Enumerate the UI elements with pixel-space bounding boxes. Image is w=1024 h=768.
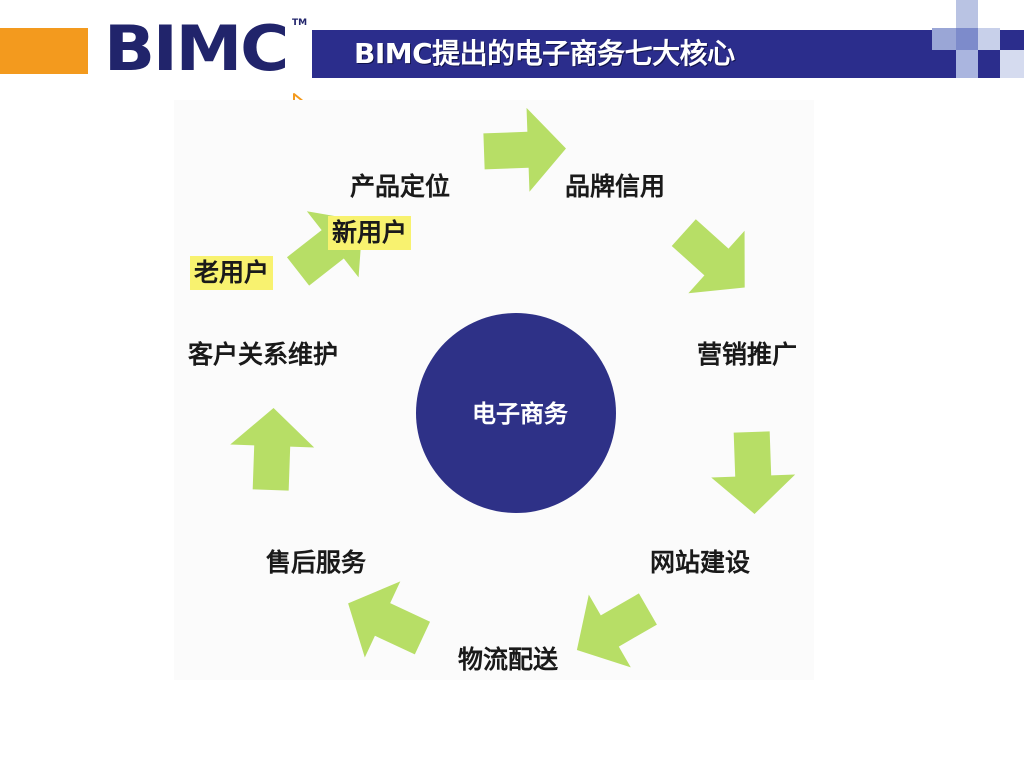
decor-square: [978, 28, 1000, 50]
stage-website: 网站建设: [650, 548, 751, 577]
highlight-old-users: 老用户: [190, 256, 274, 290]
hub-circle: [416, 313, 616, 513]
arrow-service-to-crm: [228, 406, 316, 492]
slide-title: BIMC提出的电子商务七大核心: [354, 37, 735, 70]
orange-accent-block: [0, 28, 88, 74]
decor-square: [956, 50, 978, 78]
arrow-marketing-to-website: [709, 430, 797, 516]
stage-crm: 客户关系维护: [188, 340, 339, 369]
decor-square: [956, 0, 978, 28]
title-bar: BIMC提出的电子商务七大核心: [312, 30, 1024, 78]
arrow-brand-to-marketing: [655, 201, 773, 319]
stage-marketing: 营销推广: [697, 340, 798, 369]
trademark-mark: TM: [292, 18, 308, 28]
slide-header: BIMC TM BIMC提出的电子商务七大核心: [0, 0, 1024, 116]
arrow-product-to-brand: [482, 106, 568, 194]
bimc-logo: BIMC TM: [104, 18, 310, 116]
logo-text: BIMC: [104, 12, 289, 85]
stage-logistics: 物流配送: [458, 645, 559, 674]
stage-after-sales: 售后服务: [266, 548, 367, 577]
stage-brand-credit: 品牌信用: [565, 172, 666, 201]
hub-label: 电子商务: [472, 400, 568, 428]
decor-square: [956, 28, 978, 50]
arrow-website-to-logistics: [555, 572, 669, 687]
highlight-new-users: 新用户: [328, 216, 412, 250]
decor-square: [932, 28, 956, 50]
arrow-logistics-to-service: [330, 565, 441, 677]
decor-square: [1000, 50, 1024, 78]
stage-product-positioning: 产品定位: [350, 172, 451, 201]
